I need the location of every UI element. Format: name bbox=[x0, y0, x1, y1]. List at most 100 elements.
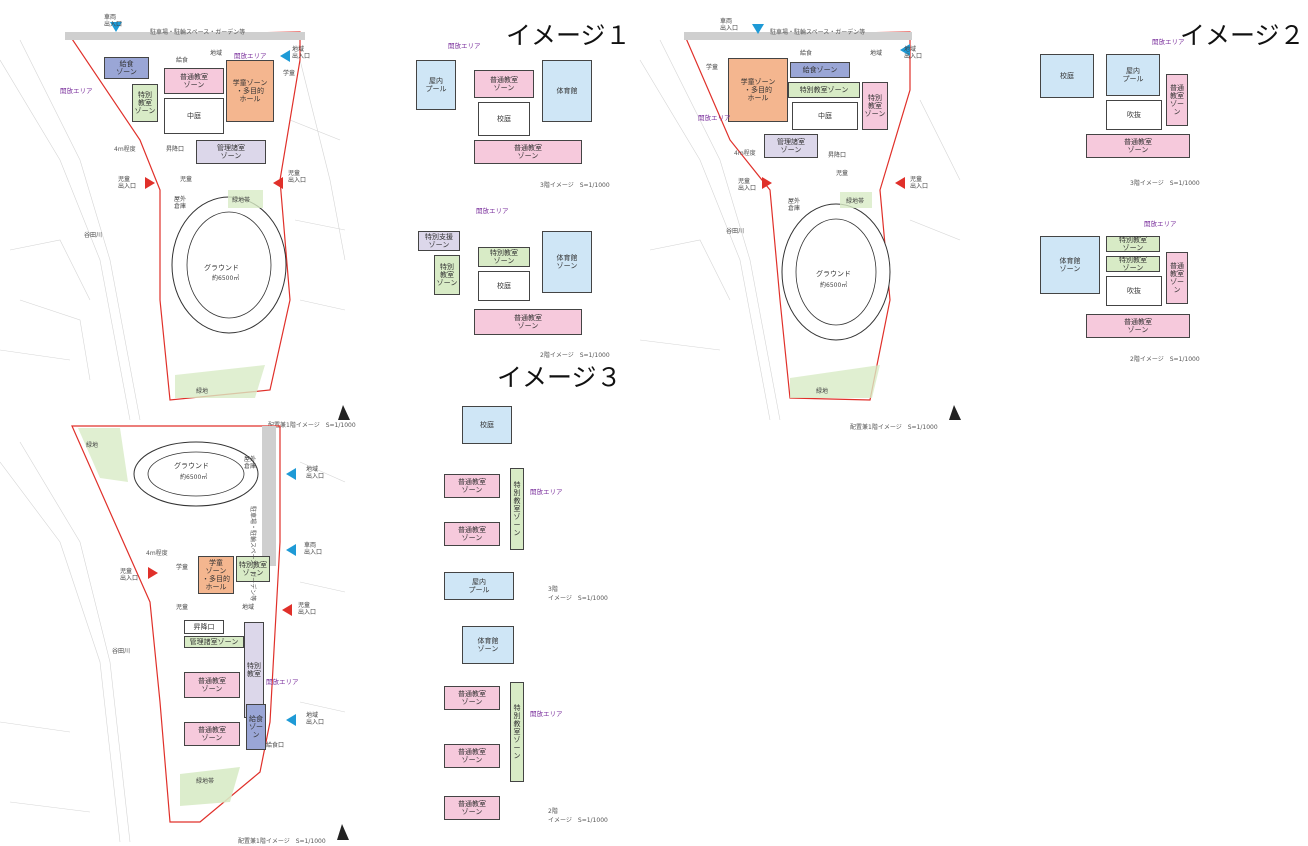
site2-entrance: 昇降口 bbox=[828, 152, 847, 159]
img3-3f-pool: 屋内 プール bbox=[444, 572, 514, 600]
site2-kanri-zone: 管理諸室 ゾーン bbox=[764, 134, 818, 158]
site3-gakudo: 学童 bbox=[176, 564, 189, 571]
site3-open-area: 開放エリア bbox=[266, 678, 299, 686]
img3-2f-plan: 体育館 ゾーン 普通教室 ゾーン 普通教室 ゾーン 普通教室 ゾーン 特別教室ゾ… bbox=[430, 622, 610, 832]
site1-top-road: 駐車場・駐輪スペース・ガーデン等 bbox=[150, 29, 246, 36]
site1-jidou-right: 児童 出入口 bbox=[288, 170, 307, 184]
img3-2f-gym: 体育館 ゾーン bbox=[462, 626, 514, 664]
img2-2f-normal-right: 普通 教室 ゾーン bbox=[1166, 252, 1188, 304]
img2-2f-courtyard: 吹抜 bbox=[1106, 276, 1162, 306]
img1-2f-support: 特別支援 ゾーン bbox=[418, 231, 460, 251]
img2-3f-gym: 校庭 bbox=[1040, 54, 1094, 98]
site3-kyushoku: 給食 ゾーン bbox=[246, 704, 266, 750]
img2-2f-special-a: 特別教室 ゾーン bbox=[1106, 236, 1160, 252]
site1-river: 谷田川 bbox=[84, 232, 103, 239]
site3-normal-b: 普通教室 ゾーン bbox=[184, 722, 240, 746]
img1-2f-special: 特別 教室 ゾーン bbox=[434, 255, 460, 295]
site2-special-wide: 特別教室ゾーン bbox=[788, 82, 860, 98]
site2-kyushoku-gate: 給食 bbox=[800, 50, 813, 57]
site3-kyushoku-gate: 給食口 bbox=[266, 742, 285, 749]
title-image1: イメージ１ bbox=[506, 21, 631, 50]
site3-ground: グラウンド bbox=[174, 462, 209, 470]
site2-open-area: 開放エリア bbox=[698, 114, 731, 122]
site3-ground-area: 約6500㎡ bbox=[180, 474, 208, 481]
img3-2f-normal-b: 普通教室 ゾーン bbox=[444, 744, 500, 768]
img2-2f-caption: 2階イメージ S=1/1000 bbox=[1130, 356, 1200, 363]
site3-jidou-gate: 児童 bbox=[176, 604, 189, 611]
img2-2f-plan: 開放エリア 体育館 ゾーン 特別教室 ゾーン 特別教室 ゾーン 普通 教室 ゾー… bbox=[1040, 218, 1210, 368]
site2-top-road: 駐車場・駐輪スペース・ガーデン等 bbox=[770, 29, 866, 36]
site1-kyushoku-label: 給食 bbox=[176, 57, 189, 64]
site1-gakudo-zone: 学童ゾーン ・多目的 ホール bbox=[226, 60, 274, 122]
site3-parking: 駐車場・駐輪スペース・ガーデン等 bbox=[249, 506, 256, 602]
site1-kanri-zone: 管理諸室 ゾーン bbox=[196, 140, 266, 164]
img3-2f-normal-c: 普通教室 ゾーン bbox=[444, 796, 500, 820]
img3-3f-caption: 3階 イメージ S=1/1000 bbox=[548, 586, 608, 602]
site3-chiiki-entrance: 地域 出入口 bbox=[306, 466, 325, 480]
site2-ryokuchi: 緑地 bbox=[816, 388, 829, 395]
img2-2f-normal-bottom: 普通教室 ゾーン bbox=[1086, 314, 1190, 338]
site2-ground: グラウンド bbox=[816, 270, 851, 278]
site1-special-zone: 特別 教室 ゾーン bbox=[132, 84, 158, 122]
site3-car-entrance: 車両 出入口 bbox=[304, 542, 323, 556]
site1-jidou-left: 児童 出入口 bbox=[118, 176, 137, 190]
site3-special-small: 特別教室 ゾーン bbox=[236, 556, 270, 582]
site1-garden: 緑地帯 bbox=[232, 197, 251, 204]
img1-2f-caption: 2階イメージ S=1/1000 bbox=[540, 352, 610, 359]
site1-entrance: 昇降口 bbox=[166, 146, 185, 153]
site3-background bbox=[0, 425, 349, 843]
img2-2f-open-area: 開放エリア bbox=[1144, 220, 1177, 228]
img1-2f-courtyard: 校庭 bbox=[478, 271, 530, 301]
site3-garden: 緑地帯 bbox=[196, 778, 215, 785]
site2-jidou-gate: 児童 bbox=[836, 170, 849, 177]
site-plan-image2: 駐車場・駐輪スペース・ガーデン等 車両 出入口 給食 地域 地域 出入口 学童 … bbox=[639, 0, 970, 440]
site2-jidou-left: 児童 出入口 bbox=[738, 178, 757, 192]
img3-3f-normal-a: 普通教室 ゾーン bbox=[444, 474, 500, 498]
img1-3f-plan: 開放エリア 屋内 プール 普通教室 ゾーン 校庭 体育館 普通教室 ゾーン 3階… bbox=[412, 42, 612, 194]
img1-2f-gym: 体育館 ゾーン bbox=[542, 231, 592, 293]
site3-road-width: 4m程度 bbox=[146, 550, 168, 557]
site1-car-entrance: 車両 出入口 bbox=[104, 14, 123, 28]
title-image2: イメージ２ bbox=[1180, 21, 1305, 50]
site1-normal-zone: 普通教室 ゾーン bbox=[164, 68, 224, 94]
site3-caption: 配置兼1階イメージ S=1/1000 bbox=[238, 838, 326, 845]
site1-ryokuchi: 緑地 bbox=[196, 388, 209, 395]
site1-ground-area: 約6500㎡ bbox=[212, 275, 240, 282]
site1-open-area-2: 開放エリア bbox=[60, 87, 93, 95]
img1-3f-open-area: 開放エリア bbox=[448, 42, 481, 50]
img2-2f-gym: 体育館 ゾーン bbox=[1040, 236, 1100, 294]
site1-road-width: 4m程度 bbox=[114, 146, 136, 153]
site2-special-right: 特別 教室 ゾーン bbox=[862, 82, 888, 130]
img2-3f-open-area: 開放エリア bbox=[1152, 38, 1185, 46]
site3-chiiki-entrance-b: 地域 出入口 bbox=[306, 712, 325, 726]
img2-3f-normal-bottom: 普通教室 ゾーン bbox=[1086, 134, 1190, 158]
img1-2f-normal: 普通教室 ゾーン bbox=[474, 309, 582, 335]
site1-courtyard: 中庭 bbox=[164, 98, 224, 134]
img1-3f-courtyard: 校庭 bbox=[478, 102, 530, 136]
img2-3f-plan: 開放エリア 校庭 屋内 プール 普通 教室 ゾーン 吹抜 普通教室 ゾーン 3階… bbox=[1040, 36, 1210, 187]
site2-gakudo: 学童 bbox=[706, 64, 719, 71]
site2-background bbox=[639, 24, 961, 421]
site2-ground-area: 約6500㎡ bbox=[820, 282, 848, 289]
site1-kyushoku-zone: 給食 ゾーン bbox=[104, 57, 149, 79]
site3-normal-a: 普通教室 ゾーン bbox=[184, 672, 240, 698]
site2-chiiki-entrance: 地域 出入口 bbox=[904, 46, 923, 60]
site3-kanri: 管理諸室ゾーン bbox=[184, 636, 244, 648]
site3-ryokuchi: 緑地 bbox=[86, 442, 99, 449]
site3-gakudo-zone: 学童 ゾーン ・多目的ホール bbox=[198, 556, 234, 594]
img3-2f-caption: 2階 イメージ S=1/1000 bbox=[548, 808, 608, 824]
img3-3f-open-area: 開放エリア bbox=[530, 488, 563, 496]
img3-2f-special: 特別教室ゾーン bbox=[510, 682, 524, 782]
site3-jidou-left: 児童 出入口 bbox=[120, 568, 139, 582]
site1-ground: グラウンド bbox=[204, 264, 239, 272]
site3-storage: 屋外 倉庫 bbox=[244, 456, 257, 470]
img1-2f-science: 特別教室 ゾーン bbox=[478, 247, 530, 267]
img1-3f-gym: 体育館 bbox=[542, 60, 592, 122]
img3-2f-normal-a: 普通教室 ゾーン bbox=[444, 686, 500, 710]
site2-car-entrance: 車両 出入口 bbox=[720, 18, 739, 32]
site1-chiiki-entrance: 地域 出入口 bbox=[292, 46, 311, 60]
img1-3f-pool: 屋内 プール bbox=[416, 60, 456, 110]
site2-road-width: 4m程度 bbox=[734, 150, 756, 157]
site2-storage: 屋外 倉庫 bbox=[788, 198, 801, 212]
img1-3f-caption: 3階イメージ S=1/1000 bbox=[540, 182, 610, 189]
